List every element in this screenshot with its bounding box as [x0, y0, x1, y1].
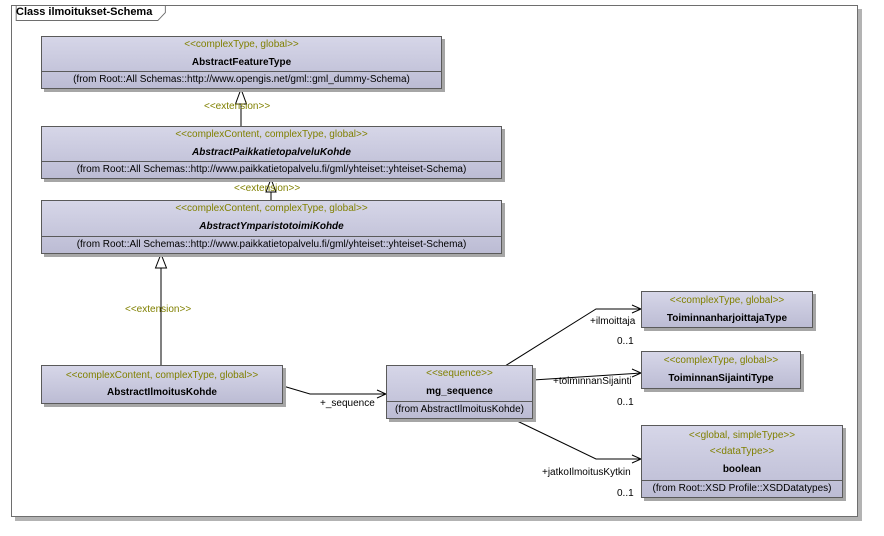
generalization-ilmoitus-ymparisto[interactable] [154, 252, 168, 365]
multiplicity-sijainti: 0..1 [617, 397, 634, 408]
class-name: AbstractIlmoitusKohde [106, 387, 217, 398]
generalization-ymparisto-paikkatieto[interactable] [265, 177, 277, 200]
namespace-label: (from AbstractIlmoitusKohde) [395, 404, 524, 415]
class-abstract-ilmoitus-kohde[interactable]: <<complexContent, complexType, global>> … [41, 365, 283, 404]
namespace-label: (from Root::All Schemas::http://www.paik… [76, 239, 467, 250]
role-toiminnan-sijainti: +toiminnanSijainti [553, 376, 632, 387]
extension-label-1: <<extension>> [204, 101, 271, 112]
stereotype-label: <<sequence>> [426, 368, 493, 379]
role-sequence: +_sequence [320, 398, 375, 409]
class-name: AbstractPaikkatietopalveluKohde [192, 147, 351, 158]
class-toiminnanharjoittaja-type[interactable]: <<complexType, global>> Toiminnanharjoit… [641, 291, 813, 328]
namespace-label: (from Root::All Schemas::http://www.paik… [76, 164, 467, 175]
class-abstract-paikkatietopalvelu-kohde[interactable]: <<complexContent, complexType, global>> … [41, 126, 502, 179]
stereotype-label: <<complexContent, complexType, global>> [175, 203, 368, 214]
namespace-label: (from Root::All Schemas::http://www.open… [73, 74, 410, 85]
compartment-divider [42, 236, 501, 237]
generalization-paikkatieto-feature[interactable] [234, 87, 248, 126]
class-name: AbstractFeatureType [191, 57, 292, 68]
extension-label-3: <<extension>> [125, 304, 192, 315]
class-abstract-feature-type[interactable]: <<complexType, global>> AbstractFeatureT… [41, 36, 442, 89]
multiplicity-kytkin: 0..1 [617, 488, 634, 499]
multiplicity-ilmoittaja: 0..1 [617, 336, 634, 347]
association-sequence[interactable] [282, 385, 388, 399]
diagram-title-tab [15, 5, 166, 21]
diagram-title: Class ilmoitukset-Schema [16, 6, 153, 18]
class-name: ToiminnanSijaintiType [668, 373, 774, 384]
class-name: mg_sequence [426, 386, 493, 397]
datatype-stereotype-label: <<dataType>> [709, 446, 775, 457]
stereotype-label: <<global, simpleType>> [688, 430, 796, 441]
stereotype-label: <<complexContent, complexType, global>> [175, 129, 368, 140]
class-boolean[interactable]: <<global, simpleType>> <<dataType>> bool… [641, 425, 843, 498]
class-name: boolean [722, 464, 762, 475]
compartment-divider [387, 401, 532, 402]
class-abstract-ymparistotoimi-kohde[interactable]: <<complexContent, complexType, global>> … [41, 200, 502, 254]
namespace-label: (from Root::XSD Profile::XSDDatatypes) [652, 483, 832, 494]
role-jatko-ilmoitus-kytkin: +jatkoIlmoitusKytkin [542, 467, 631, 478]
class-name: ToiminnanharjoittajaType [666, 313, 788, 324]
class-mg-sequence[interactable]: <<sequence>> mg_sequence (from AbstractI… [386, 365, 533, 419]
stereotype-label: <<complexType, global>> [669, 295, 785, 306]
class-toiminnan-sijainti-type[interactable]: <<complexType, global>> ToiminnanSijaint… [641, 351, 801, 389]
compartment-divider [42, 161, 501, 162]
extension-label-2: <<extension>> [234, 183, 301, 194]
stereotype-label: <<complexType, global>> [184, 39, 299, 50]
compartment-divider [42, 71, 441, 72]
association-kytkin[interactable] [512, 418, 643, 464]
stereotype-label: <<complexContent, complexType, global>> [65, 370, 259, 381]
class-name: AbstractYmparistotoimiKohde [199, 221, 344, 232]
stereotype-label: <<complexType, global>> [663, 355, 779, 366]
compartment-divider [642, 480, 842, 481]
role-ilmoittaja: +ilmoittaja [590, 316, 636, 327]
